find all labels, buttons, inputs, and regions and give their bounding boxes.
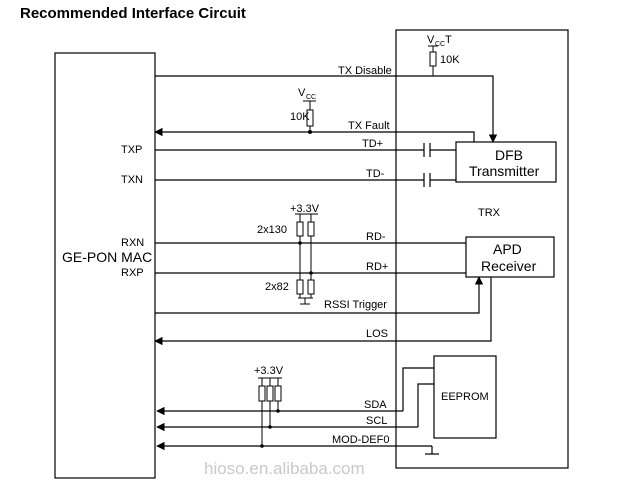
td-plus-line [155,143,456,157]
eeprom-label: EEPROM [441,391,489,403]
rssi-trigger-label: RSSI Trigger [324,299,387,311]
apd-label: APD [493,241,522,257]
tx-disable-line [155,75,498,143]
apd-label-2: Receiver [481,258,537,274]
dfb-label-2: Transmitter [469,163,540,179]
pin-rxp: RXP [121,267,144,279]
tx-fault-label: TX Fault [348,120,390,132]
pin-txn: TXN [121,174,143,186]
mac-label: GE-PON MAC [62,249,152,265]
tx-fault-line [154,127,475,142]
pin-rxn: RXN [121,237,144,249]
vcct-suffix: T [445,34,452,46]
td-minus-line [155,173,456,187]
td-minus-label: TD- [366,168,385,180]
rd-minus-label: RD- [366,231,386,243]
rd-plus-line [155,271,466,275]
scl-line [156,383,434,432]
rx-pullup-label: 2x130 [257,224,287,236]
tx-disable-label: TX Disable [338,65,392,77]
pin-txp: TXP [121,144,142,156]
los-line [154,277,492,346]
rssi-trigger-line [155,276,484,314]
mod-def0-line [156,441,439,455]
los-label: LOS [366,328,388,340]
rx-termination-network: +3.3V 2x130 2x82 [257,203,320,305]
scl-label: SCL [366,415,387,427]
i2c-pullup-network: +3.3V [254,365,284,446]
fault-resistor-label: 10K [290,111,310,123]
rd-minus-line [155,241,466,245]
vcc-fault-pullup: V CC 10K [290,87,316,132]
watermark: hioso.en.alibaba.com [204,459,365,478]
i2c-3v3-label: +3.3V [254,365,284,377]
td-plus-label: TD+ [362,138,383,150]
rd-plus-label: RD+ [366,261,388,273]
vcct-supply: V CC T 10K [427,34,460,76]
vcct-resistor-label: 10K [440,54,460,66]
trx-label: TRX [478,207,501,219]
vcc-subscript: CC [306,94,316,101]
mac-block [54,52,156,479]
vcc-label: V [298,87,306,99]
eeprom-block [433,355,497,439]
trx-module [395,29,569,469]
apd-receiver-block [465,236,555,278]
rx-pulldown-label: 2x82 [265,281,289,293]
vcct-label: V [427,34,435,46]
rx-3v3-label: +3.3V [290,203,320,215]
mod-def0-label: MOD-DEF0 [332,434,389,446]
diagram-title: Recommended Interface Circuit [20,5,246,22]
dfb-transmitter-block [455,141,557,183]
sda-label: SDA [364,399,387,411]
dfb-label: DFB [495,147,523,163]
vcct-subscript: CC [435,41,445,48]
sda-line [156,367,434,416]
